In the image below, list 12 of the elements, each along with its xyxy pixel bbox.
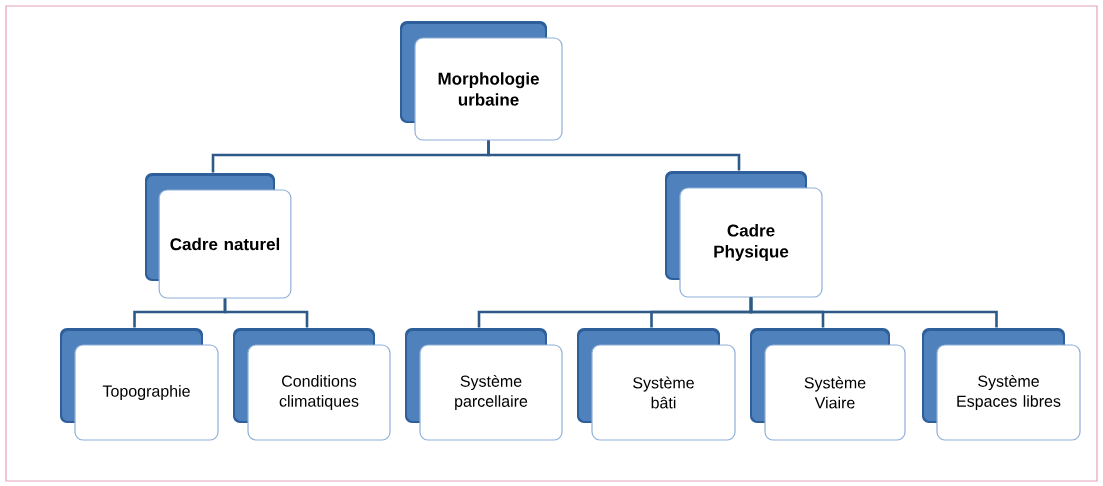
stacked-box: Conditions climatiques	[233, 328, 391, 441]
stacked-box: Système Espaces libres	[922, 328, 1081, 441]
stacked-box: Système parcellaire	[405, 328, 563, 441]
stacked-box: Système Viaire	[750, 328, 906, 441]
stacked-box: Cadre naturel	[145, 173, 292, 299]
connector-line	[749, 297, 998, 328]
stacked-box: Système bâti	[577, 328, 736, 441]
stacked-box: Topographie	[60, 328, 219, 441]
stacked-box: Cadre Physique	[665, 171, 823, 298]
connector-line	[487, 140, 741, 171]
stacked-box: Morphologie urbaine	[400, 21, 563, 141]
connector-line	[223, 298, 309, 328]
